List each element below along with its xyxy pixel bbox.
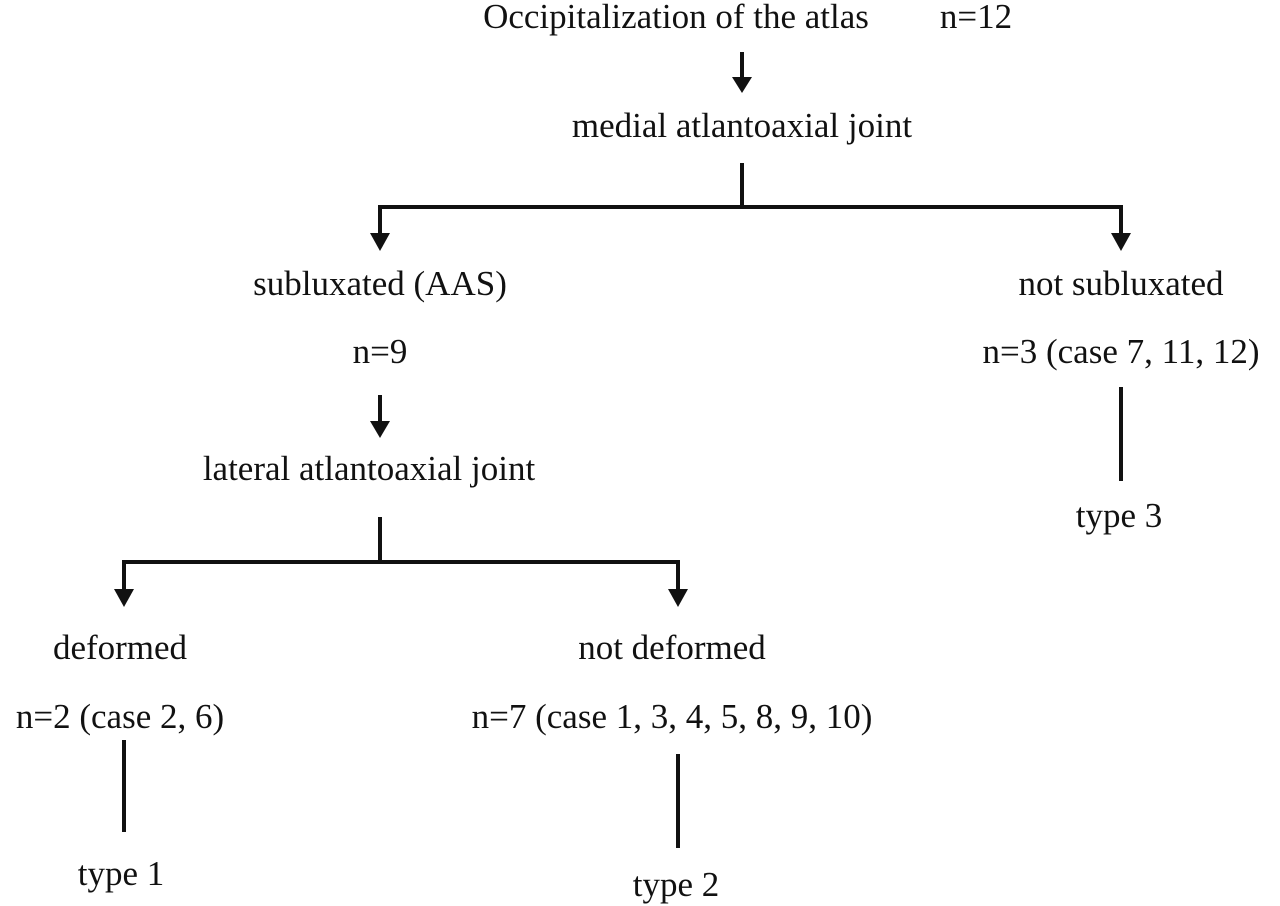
subluxated-label: subluxated (AAS) (253, 264, 507, 303)
not-subluxated-label: not subluxated (1018, 264, 1224, 303)
root-title-label: Occipitalization of the atlas (483, 0, 869, 36)
connector-medial-split (370, 163, 1131, 251)
not-deformed-count-label: n=7 (case 1, 3, 4, 5, 8, 9, 10) (472, 697, 873, 736)
deformed-label: deformed (53, 628, 188, 667)
type3-label: type 3 (1076, 496, 1163, 535)
connector-lateral-split (114, 517, 688, 607)
lateral-joint-label: lateral atlantoaxial joint (203, 449, 536, 488)
arrow-subluxated-to-lateral (370, 395, 390, 438)
type1-label: type 1 (78, 854, 165, 893)
not-subluxated-count-label: n=3 (case 7, 11, 12) (983, 332, 1260, 371)
type2-label: type 2 (633, 865, 720, 904)
not-deformed-label: not deformed (578, 628, 766, 667)
subluxated-count-label: n=9 (353, 332, 408, 371)
medial-joint-label: medial atlantoaxial joint (572, 106, 912, 145)
arrow-root-to-medial (732, 52, 752, 93)
deformed-count-label: n=2 (case 2, 6) (16, 697, 224, 736)
root-count-label: n=12 (940, 0, 1012, 36)
